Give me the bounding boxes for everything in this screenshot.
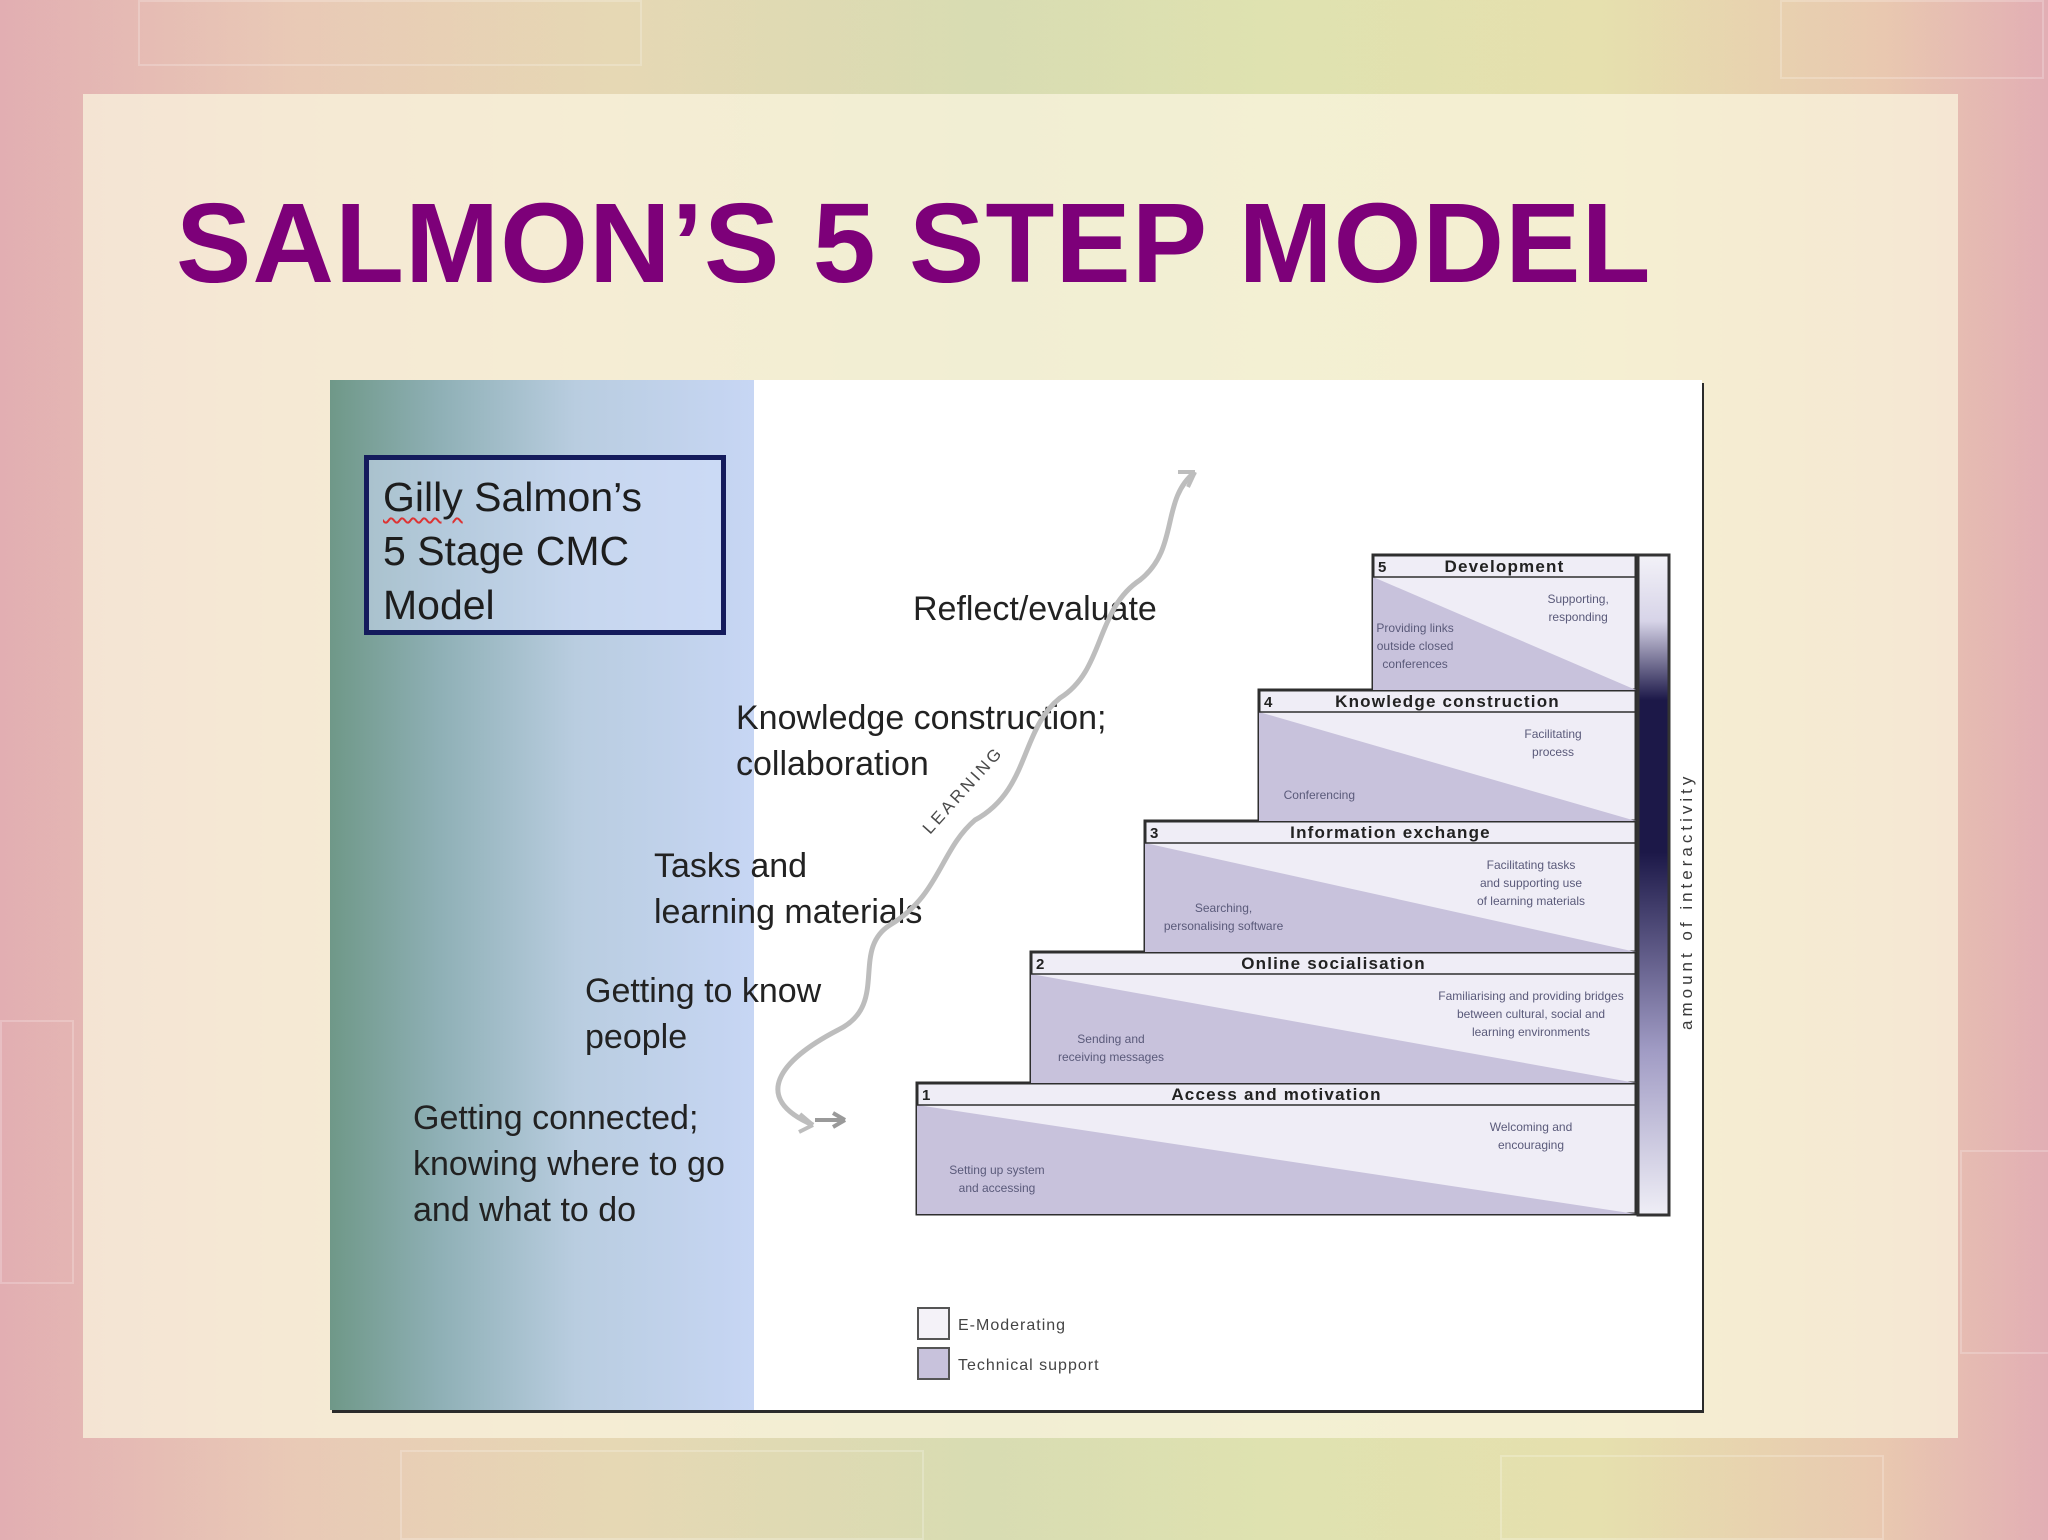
background-tile (138, 0, 642, 66)
step-5-right-note-line: responding (1548, 610, 1607, 624)
stage-label-1-line-1: Getting connected; (413, 1099, 699, 1137)
background-tile (1960, 1150, 2048, 1354)
step-2-number: 2 (1036, 956, 1044, 973)
background-tile (0, 1020, 74, 1284)
step-2-left-note-line: Sending and (1077, 1032, 1144, 1046)
background-tile (1500, 1455, 1884, 1540)
step-3-right-note-line: Facilitating tasks (1487, 858, 1576, 872)
step-3-left-note-line: Searching, (1195, 901, 1252, 915)
step-4-technical-wedge (1259, 712, 1636, 821)
legend-label-e-moderating: E-Moderating (958, 1317, 1066, 1334)
legend-swatch-technical-support (917, 1347, 950, 1380)
salmon-model-figure: Gilly Salmon’s 5 Stage CMC Model Reflect… (330, 380, 1702, 1410)
interactivity-bar-label: amount of interactivity (1677, 773, 1696, 1030)
step-3-title: Information exchange (1290, 823, 1491, 842)
step-2-technical-wedge (1031, 974, 1636, 1083)
step-5-left-note-line: outside closed (1377, 639, 1454, 653)
stage-label-2-line-2: people (585, 1018, 688, 1056)
step-1-left-note-line: Setting up system (949, 1163, 1044, 1177)
learning-arrow-head-icon (1178, 470, 1197, 488)
step-3-left-note-line: personalising software (1164, 919, 1284, 933)
stage-label-1-line-3: and what to do (413, 1191, 637, 1229)
step-4-right-note-line: Facilitating (1524, 727, 1581, 741)
step-2-right-note-line: between cultural, social and (1457, 1007, 1605, 1021)
step-3-right-note-line: and supporting use (1480, 876, 1582, 890)
step-1-right-note-line: encouraging (1498, 1138, 1564, 1152)
step-3-number: 3 (1150, 825, 1158, 842)
stage-label-1-line-2: knowing where to go (413, 1145, 725, 1183)
stage-label-3-line-1: Tasks and (654, 847, 808, 885)
learning-arrow (775, 470, 1197, 1128)
step-5-title: Development (1445, 557, 1565, 576)
learning-arrow-tail-icon (798, 1112, 815, 1134)
step-4-left-note-line: Conferencing (1284, 788, 1355, 802)
model-title-line-2: 5 Stage CMC (383, 528, 630, 574)
step-1-technical-wedge (917, 1105, 1636, 1214)
step-5-technical-wedge (1373, 577, 1636, 690)
model-title-line-1: Gilly Salmon’s (383, 470, 707, 524)
stage-label-2-line-1: Getting to know (585, 972, 822, 1010)
stage-label-4: Knowledge construction; collaboration (736, 695, 1106, 787)
stage-label-3: Tasks and learning materials (654, 843, 922, 935)
step-5-left-note-line: conferences (1382, 657, 1447, 671)
step-1-left-note-line: and accessing (959, 1181, 1036, 1195)
step-4-number: 4 (1264, 694, 1273, 711)
step-2-left-note-line: receiving messages (1058, 1050, 1164, 1064)
slide-title: SALMON’S 5 STEP MODEL (176, 180, 1652, 306)
step-5-right-note-line: Supporting, (1547, 592, 1608, 606)
background-tile (400, 1450, 924, 1540)
step-1-title: Access and motivation (1171, 1085, 1381, 1104)
model-title-line-3: Model (383, 582, 495, 628)
step-4-right-note-line: process (1532, 745, 1574, 759)
stage-label-1: Getting connected; knowing where to go a… (413, 1095, 725, 1233)
stage-label-4-line-2: collaboration (736, 745, 929, 783)
step-3-technical-wedge (1145, 843, 1636, 952)
step-4-title: Knowledge construction (1335, 692, 1560, 711)
step-2-title: Online socialisation (1241, 954, 1426, 973)
step-1-number: 1 (922, 1087, 930, 1104)
model-title-author-first-name: Gilly (383, 474, 463, 520)
model-title-author-last-name: Salmon’s (462, 474, 642, 520)
interactivity-bar (1636, 553, 1671, 1217)
step-3-right-note-line: of learning materials (1477, 894, 1585, 908)
step-5-number: 5 (1378, 559, 1386, 576)
background-tile (1780, 0, 2044, 79)
entry-arrow-icon (815, 1111, 847, 1129)
stage-label-2: Getting to know people (585, 968, 821, 1060)
legend-label-technical-support: Technical support (958, 1357, 1100, 1374)
legend-swatch-e-moderating (917, 1307, 950, 1340)
model-title-box: Gilly Salmon’s 5 Stage CMC Model (364, 455, 726, 635)
step-5-left-note-line: Providing links (1376, 621, 1453, 635)
step-2-right-note-line: learning environments (1472, 1025, 1590, 1039)
step-2-right-note-line: Familiarising and providing bridges (1438, 989, 1623, 1003)
stage-label-3-line-2: learning materials (654, 893, 923, 931)
step-1-right-note-line: Welcoming and (1490, 1120, 1573, 1134)
learning-arrow-label: LEARNING (919, 743, 1007, 838)
